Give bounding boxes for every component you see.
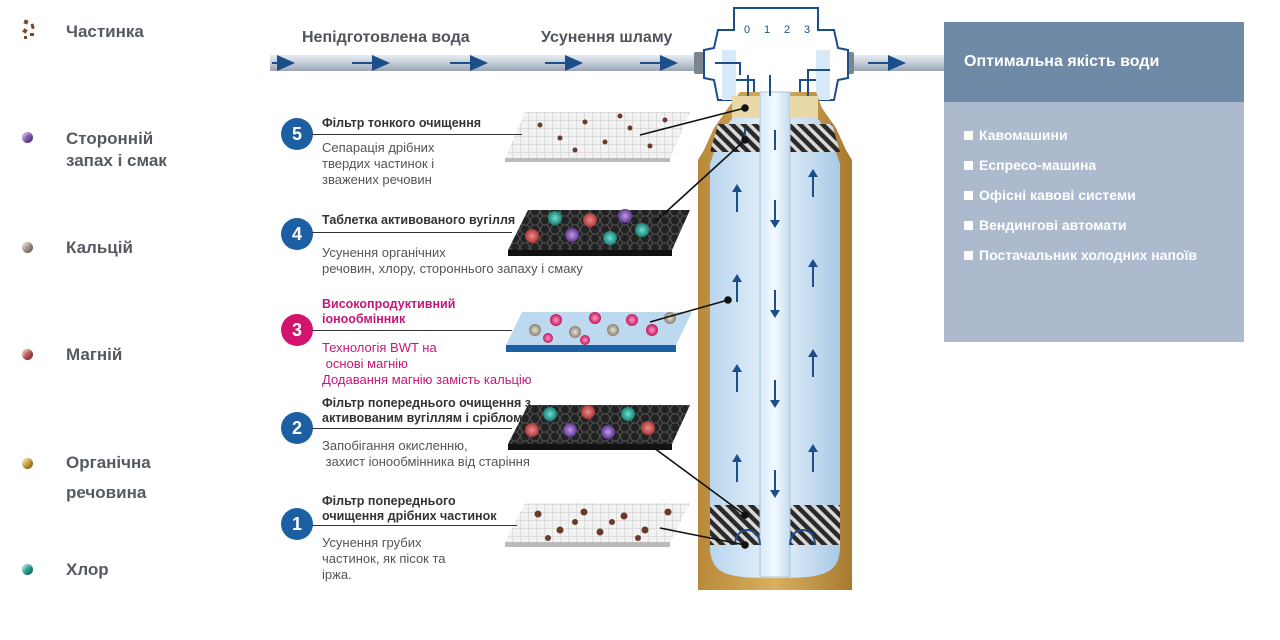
legend-item-odor: Сторонній запах і смак	[22, 128, 186, 172]
up-arrows	[732, 169, 818, 482]
list-item: Еспресо-машина	[964, 156, 1244, 186]
step-3-divider	[312, 330, 512, 331]
desc-line: твердих частинок і	[322, 156, 435, 171]
pipe-label-sludge: Усунення шламу	[541, 29, 673, 46]
square-bullet-icon	[964, 221, 973, 230]
legend-label: Кальцій	[66, 238, 133, 257]
application-list: Кавомашини Еспресо-машина Офісні кавові …	[944, 102, 1244, 276]
layer-4-carbon-tablet	[508, 209, 690, 256]
desc-line: іржа.	[322, 567, 352, 582]
step-2-badge: 2	[281, 412, 313, 444]
step-4-desc: Усунення органічних речовин, хлору, стор…	[322, 245, 583, 277]
step-2-desc: Запобігання окисленню, захист іонообмінн…	[322, 438, 530, 470]
legend-item-chlorine: Хлор	[22, 560, 206, 580]
title-line: очищення дрібних частинок	[322, 509, 497, 523]
title-line: Високопродуктивний	[322, 297, 456, 311]
step-1-badge: 1	[281, 508, 313, 540]
list-item: Офісні кавові системи	[964, 186, 1244, 216]
legend-item-calcium: Кальцій	[22, 238, 206, 258]
filter-housing	[698, 91, 852, 590]
list-item: Постачальник холодних напоїв	[964, 246, 1244, 276]
desc-line: зважених речовин	[322, 172, 432, 187]
legend-label: Частинка	[66, 22, 144, 41]
step-1-desc: Усунення грубих частинок, як пісок та ір…	[322, 535, 446, 583]
layer-1-particle-filter	[505, 503, 690, 547]
desc-line: основі магнію	[322, 356, 408, 371]
list-item: Вендингові автомати	[964, 216, 1244, 246]
legend-label: Магній	[66, 345, 123, 364]
square-bullet-icon	[964, 191, 973, 200]
list-item-label: Еспресо-машина	[979, 157, 1097, 173]
legend-label: Органічна речовина	[66, 453, 151, 502]
legend-label: Хлор	[66, 560, 109, 579]
list-item-label: Кавомашини	[979, 127, 1068, 143]
square-bullet-icon	[964, 161, 973, 170]
dial-2: 2	[784, 24, 790, 36]
list-item-label: Вендингові автомати	[979, 217, 1127, 233]
step-3-desc: Технологія BWT на основі магнію Додаванн…	[322, 340, 532, 388]
desc-line: речовин, хлору, стороннього запаху і сма…	[322, 261, 583, 276]
title-line: Фільтр попереднього очищення з	[322, 396, 531, 410]
legend-item-particle: Частинка	[22, 22, 206, 42]
legend-item-organic: Органічна речовина	[22, 448, 166, 508]
filter-head	[703, 7, 849, 101]
desc-line: захист іонообмінника від старіння	[322, 454, 530, 469]
desc-line: Сепарація дрібних	[322, 140, 435, 155]
step-2-title: Фільтр попереднього очищення з активован…	[322, 396, 531, 426]
dial-1: 1	[764, 24, 770, 36]
particles-icon	[22, 19, 35, 39]
step-5-title: Фільтр тонкого очищення	[322, 116, 482, 130]
step-1-title: Фільтр попереднього очищення дрібних час…	[322, 494, 496, 524]
step-4-badge: 4	[281, 218, 313, 250]
panel-title: Оптимальна якість води	[944, 22, 1244, 102]
gray-ball-icon	[22, 242, 33, 253]
step-2-divider	[312, 428, 512, 429]
purple-ball-icon	[22, 132, 33, 143]
legend-label: Сторонній запах і смак	[66, 129, 167, 170]
list-item-label: Офісні кавові системи	[979, 187, 1136, 203]
title-line: активованим вугіллям і сріблом	[322, 411, 523, 425]
pipe-label-raw-water: Непідготовлена вода	[302, 29, 470, 46]
step-5-divider	[312, 134, 522, 135]
step-4-title: Таблетка активованого вугілля	[322, 213, 516, 227]
down-arrows	[770, 200, 780, 498]
square-bullet-icon	[964, 251, 973, 260]
step-4-divider	[312, 232, 512, 233]
teal-ball-icon	[22, 564, 33, 575]
layer-3-ion-exchanger	[506, 312, 692, 352]
desc-line: Додавання магнію замість кальцію	[322, 372, 532, 387]
step-1-divider	[312, 525, 517, 526]
desc-line: Запобігання окисленню,	[322, 438, 468, 453]
list-item: Кавомашини	[964, 126, 1244, 156]
desc-line: Усунення органічних	[322, 245, 446, 260]
housing-flow-arrows	[715, 62, 830, 546]
title-line: Фільтр попереднього	[322, 494, 456, 508]
red-ball-icon	[22, 349, 33, 360]
title-line: іонообмінник	[322, 312, 406, 326]
step-3-title: Високопродуктивний іонообмінник	[322, 297, 455, 327]
layer-2-carbon-silver	[508, 405, 690, 450]
desc-line: частинок, як пісок та	[322, 551, 446, 566]
desc-line: Усунення грубих	[322, 535, 422, 550]
list-item-label: Постачальник холодних напоїв	[979, 247, 1198, 263]
step-3-badge: 3	[281, 314, 313, 346]
desc-line: Технологія BWT на	[322, 340, 437, 355]
dial-0: 0	[744, 24, 750, 36]
step-5-badge: 5	[281, 118, 313, 150]
square-bullet-icon	[964, 131, 973, 140]
yellow-ball-icon	[22, 458, 33, 469]
legend-item-magnesium: Магній	[22, 345, 206, 365]
dial-3: 3	[804, 24, 810, 36]
dial-numbers: 0 1 2 3	[744, 24, 810, 36]
leader-lines	[639, 104, 749, 549]
layer-5-fine-filter	[505, 112, 690, 162]
water-quality-panel: Оптимальна якість води Кавомашини Еспрес…	[944, 22, 1244, 342]
step-5-desc: Сепарація дрібних твердих частинок і зва…	[322, 140, 434, 188]
